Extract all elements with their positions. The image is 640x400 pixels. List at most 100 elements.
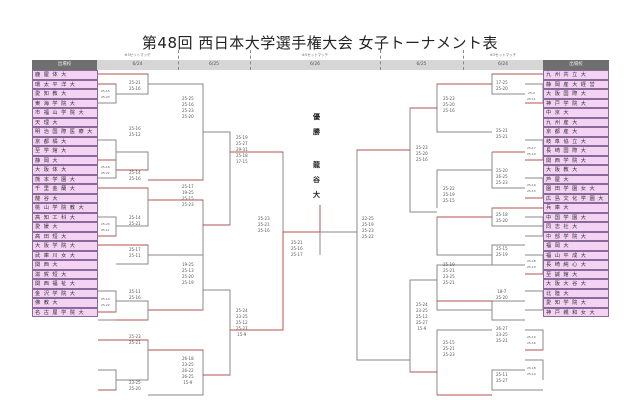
- team-left: 市福山学院大: [32, 108, 98, 118]
- team-left: 高田短大: [32, 231, 98, 241]
- r0-score: 25-18 25-19: [527, 259, 536, 269]
- semi-right-score: 22-25 25-19 25-23 25-22: [362, 216, 374, 239]
- team-left: 環太平洋大: [32, 79, 98, 89]
- team-right: 芦屋大: [543, 174, 609, 184]
- team-right: 中部学院大: [543, 231, 609, 241]
- team-left: 高知工科大: [32, 212, 98, 222]
- team-left: 大阪体大: [32, 165, 98, 175]
- team-right: 大阪国際大: [543, 89, 609, 99]
- team-left: 佛教大: [32, 298, 98, 308]
- team-right: 岐阜協立大: [543, 136, 609, 146]
- r2-score: 25-25 25-16 25-23 25-20: [182, 96, 194, 119]
- r0-score: 25-14 25-22: [101, 297, 110, 307]
- r2-score: 25-15 25-21 25-23: [443, 340, 455, 357]
- team-right: 京都産大: [543, 127, 609, 137]
- divider: [250, 50, 251, 70]
- team-left: 愛媛大: [32, 222, 98, 232]
- r0-score: 25-19 25-16: [527, 335, 536, 345]
- team-left: 愛知教大: [32, 89, 98, 99]
- team-left: 関西福祉大: [32, 279, 98, 289]
- team-left: 金沢学院大: [32, 288, 98, 298]
- r0-score: 25-20 25-11: [101, 222, 110, 232]
- team-left: 東海学院大: [32, 98, 98, 108]
- team-right: 福岡大: [543, 241, 609, 251]
- team-left: 静岡大: [32, 155, 98, 165]
- date-col-4: 6/25: [380, 60, 463, 70]
- team-right: 中国学園大: [543, 212, 609, 222]
- team-right: 愛知学院大: [543, 298, 609, 308]
- team-right: 園田学園女大: [543, 184, 609, 194]
- match-note-right: ※3セットマッチ: [489, 53, 517, 57]
- r2-score: 25-19 25-21 23-25 25-21: [443, 262, 455, 285]
- team-left: 滋賀短大: [32, 269, 98, 279]
- r1-score: 25-14 25-16: [129, 170, 141, 181]
- r0-score: 25-19 25-13: [527, 183, 536, 193]
- r1-score: 17-25 25-20: [496, 80, 508, 91]
- team-right: 同志社大: [543, 222, 609, 232]
- team-right: 大阪大谷大: [543, 279, 609, 289]
- champion-name: 谷: [313, 176, 320, 184]
- team-right: 福山平成大: [543, 250, 609, 260]
- team-right: 兵庫大: [543, 203, 609, 213]
- semi-left-score: 25-23 25-21 25-16: [258, 216, 270, 233]
- team-right: 至誠館大: [543, 269, 609, 279]
- team-left: 鹿屋体大: [32, 70, 98, 80]
- date-col-3: 6/26: [250, 60, 380, 70]
- team-right: 静岡産大経営: [543, 79, 609, 89]
- r1-score: 25-17 25-11: [129, 247, 141, 258]
- r1-score: 25-11 25-16: [129, 289, 141, 300]
- team-right: 長崎純心大: [543, 260, 609, 270]
- team-left: 名古屋学院大: [32, 307, 98, 317]
- left-header: 出場校: [32, 60, 97, 70]
- date-col-5: 6/24: [463, 60, 543, 70]
- team-right: 北陸大: [543, 288, 609, 298]
- team-left: 熊本学園大: [32, 174, 98, 184]
- team-right: 関西学院大: [543, 155, 609, 165]
- team-left: 天理大: [32, 117, 98, 127]
- team-right: 長崎国際大: [543, 146, 609, 156]
- r1-score: 25-18 25-20: [496, 212, 508, 223]
- r0-score: 25-18 25-14: [527, 366, 536, 376]
- r0-score: 25-9 25-11: [527, 91, 536, 101]
- team-right: 九州共立大: [543, 70, 609, 80]
- r1-score: 23-25 25-20: [129, 380, 141, 391]
- champion-label: 勝: [313, 128, 320, 136]
- r1-score: 26-27 23-25 25-21: [496, 326, 508, 343]
- team-right: 神戸学院大: [543, 98, 609, 108]
- divider: [178, 50, 179, 70]
- team-left: 桃山学院教大: [32, 203, 98, 213]
- r2-score: 26-18 23-25 26-22 26-25 15-9: [182, 356, 194, 385]
- r2-score: 25-22 25-19 25-15: [443, 186, 455, 203]
- r1-score: 25-23 25-21: [129, 334, 141, 345]
- qf-score: 25-19 25-27 29-31 25-18 17-15: [236, 135, 248, 164]
- r2-score: 19-25 25-13 25-20 25-19: [182, 262, 194, 285]
- team-left: 千里金蘭大: [32, 184, 98, 194]
- qf-score: 25-23 25-20 25-16: [416, 145, 428, 162]
- match-note-center: ※5セットマッチ: [301, 53, 329, 57]
- r1-score: 25-15 25-19: [496, 246, 508, 257]
- champion-name: 龍: [313, 161, 320, 169]
- team-left: 京都橘大: [32, 136, 98, 146]
- r0-score: 25-15 25-23: [101, 89, 110, 99]
- team-left: 武庫川女大: [32, 250, 98, 260]
- date-col-2: 6/25: [178, 60, 250, 70]
- divider: [463, 50, 464, 70]
- r1-score: 25-16 25-12: [129, 126, 141, 137]
- page-title: 第48回 西日本大学選手権大会 女子トーナメント表: [141, 34, 499, 52]
- team-right: 大阪教大: [543, 165, 609, 175]
- r1-score: 25-14 25-21: [129, 215, 141, 226]
- r0-score: 25-16 25-22: [101, 165, 110, 175]
- team-left: 関西大: [32, 260, 98, 270]
- team-left: 大阪学院大: [32, 241, 98, 251]
- team-left: 至学館大: [32, 146, 98, 156]
- team-right: 広島文化学園大: [543, 193, 609, 203]
- champion-label: 優: [313, 113, 320, 121]
- team-right: 九州産大: [543, 117, 609, 127]
- r1-score: 18-7 25-20: [496, 289, 508, 300]
- champion-name: 大: [313, 191, 320, 199]
- match-note-left: ※3セットマッチ: [124, 53, 151, 57]
- r1-score: 25-21 25-21: [496, 128, 508, 139]
- final-score: 25-21 25-16 25-17: [291, 240, 303, 257]
- team-left: 明治国際医療大: [32, 127, 98, 137]
- date-col-1: 6/24: [97, 60, 178, 70]
